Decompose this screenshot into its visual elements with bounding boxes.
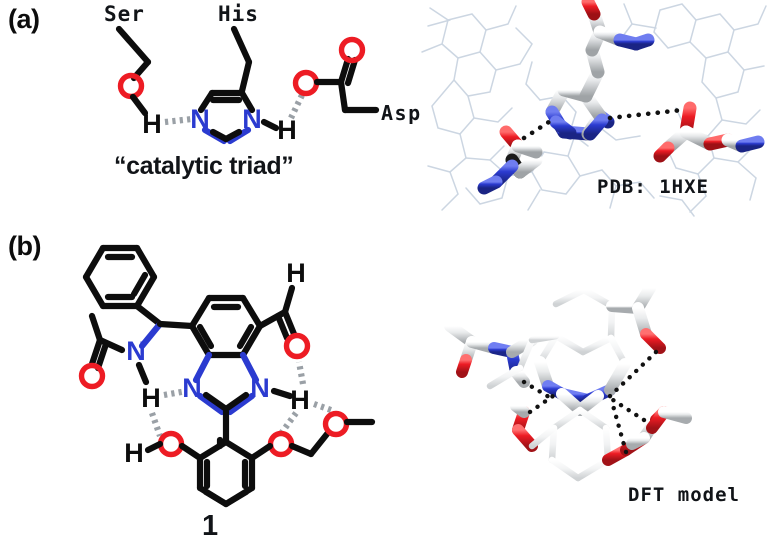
model-phenol: [510, 400, 558, 452]
model-acetamide: [444, 320, 560, 390]
atom-oxygen-asp-double: [338, 36, 366, 64]
compound-number-label: 1: [202, 510, 219, 542]
model-residue-histidine: [545, 0, 655, 141]
model-resorcinol-ring: [548, 406, 612, 482]
residue-label-his: His: [218, 2, 259, 26]
model-residue-aspartate: [653, 101, 765, 163]
pdb-caption: PDB: 1HXE: [597, 176, 709, 198]
imidazole-ring: [192, 351, 260, 416]
atom-oxygen-aldehyde: [283, 332, 311, 360]
atom-nitrogen-his-left: N: [190, 104, 210, 134]
atom-oxygen-acetamide: [78, 362, 106, 390]
atom-nitrogen-his-right: N: [242, 104, 262, 134]
phenyl-ring: [82, 244, 158, 310]
hbond-ser-his: [521, 117, 555, 141]
model-benzo-ring: [552, 286, 616, 356]
dft-caption: DFT model: [628, 484, 740, 506]
model-mom-ether: [602, 406, 692, 466]
atom-hydrogen-his: H: [277, 115, 297, 145]
atom-hydrogen-aldehyde: H: [286, 258, 306, 288]
model-imidazole-ring: [534, 332, 631, 416]
catalytic-triad-caption: “catalytic triad”: [114, 152, 294, 180]
atom-hydrogen-ser: H: [142, 109, 162, 139]
hbond-phenol-imidazole: [527, 393, 556, 415]
hbond-his-asp: [607, 107, 685, 121]
atom-hydrogen-amide: H: [141, 383, 161, 413]
pdb-structure-render: .wire{stroke:#ccd6e2;stroke-width:1.5;fi…: [421, 0, 767, 217]
hbond-ether-imidazole: [607, 395, 647, 423]
atom-oxygen-methoxy: [322, 410, 350, 438]
residue-label-ser: Ser: [104, 2, 145, 26]
atom-hydrogen-phenol: H: [124, 438, 144, 468]
catalytic-triad-scheme: .bd{stroke:#0d0d0d;stroke-width:6.2;stro…: [115, 25, 380, 145]
atom-oxygen-asp-single: [292, 69, 320, 97]
panel-label-b: (b): [8, 231, 41, 261]
benzimidazole-benzo-ring: [188, 294, 264, 359]
resorcinol-ring: [196, 408, 256, 508]
panel-label-a: (a): [8, 4, 40, 34]
model-residue-serine: [477, 125, 543, 195]
hbond-momether-imidazole: [609, 399, 629, 455]
atom-oxygen-aryl-ether: [267, 430, 295, 458]
model-aldehyde: [606, 282, 666, 354]
atom-oxygen-phenol: [157, 430, 185, 458]
compound-1-structure: .b2{stroke:#0d0d0d;stroke-width:6.2;stro…: [78, 244, 376, 508]
dft-model-render: .sC{stroke:url(#gC2);stroke-width:12;str…: [444, 282, 692, 482]
atom-nitrogen-amide: N: [126, 336, 146, 366]
residue-label-asp: Asp: [381, 101, 422, 125]
atom-nitrogen-imidazole-left: N: [182, 373, 202, 403]
atom-nitrogen-imidazole-right: N: [250, 373, 270, 403]
atom-hydrogen-imidazole: H: [290, 385, 310, 415]
hbond-aldehyde-imidazole: [605, 349, 659, 401]
hbond-amide-imidazole: [521, 379, 557, 403]
